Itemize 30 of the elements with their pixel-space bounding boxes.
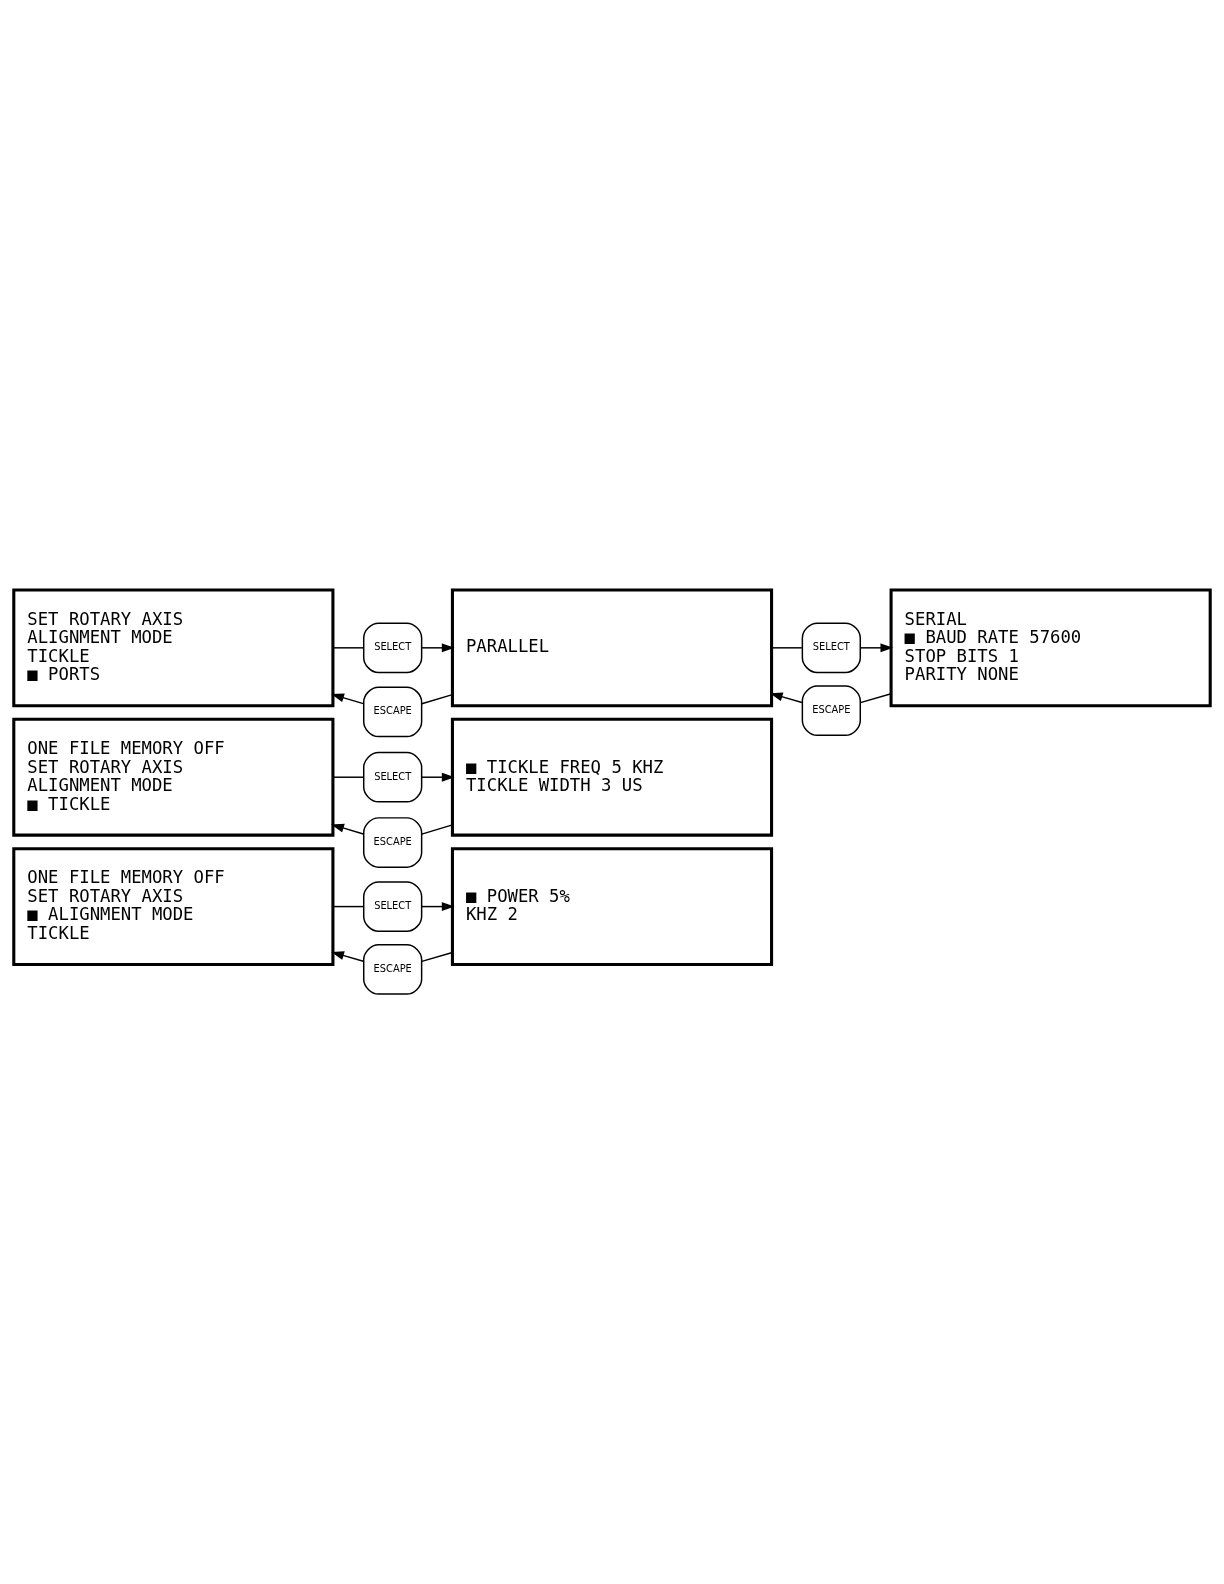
connector [332, 776, 365, 778]
connector [859, 693, 892, 704]
node-box: SELECT [363, 751, 423, 803]
connector [771, 647, 803, 649]
connector [332, 647, 365, 649]
node-box: SELECT [801, 622, 861, 674]
node-box: ONE FILE MEMORY OFF SET ROTARY AXIS ■ ALIGNMENT MODE TICKLE [12, 847, 335, 967]
node-box: ESCAPE [363, 817, 423, 868]
arrow [421, 643, 455, 653]
arrow [331, 823, 365, 835]
node-box: ESCAPE [363, 944, 423, 995]
node-box: ESCAPE [801, 685, 861, 737]
arrow [331, 951, 365, 962]
node-box: ■ POWER 5% KHZ 2 [450, 847, 774, 967]
connector [421, 951, 454, 963]
node-box: SET ROTARY AXIS ALIGNMENT MODE TICKLE ■ PORTS [12, 588, 335, 708]
arrow [859, 643, 894, 653]
node-box: SELECT [363, 622, 423, 674]
connector [332, 905, 365, 908]
node-box: SELECT [363, 881, 423, 932]
node-box: ESCAPE [363, 686, 423, 738]
arrow [421, 902, 455, 912]
node-box: ONE FILE MEMORY OFF SET ROTARY AXIS ALIGNMENT MODE ■ TICKLE [12, 717, 335, 837]
node-box: SERIAL ■ BAUD RATE 57600 STOP BITS 1 PARITY NONE [889, 588, 1212, 708]
arrow [421, 772, 455, 782]
node-box: PARALLEL [450, 588, 774, 708]
connector [421, 824, 454, 835]
node-box: ■ TICKLE FREQ 5 KHZ TICKLE WIDTH 3 US [450, 717, 774, 837]
arrow [331, 693, 365, 705]
connector [421, 693, 454, 705]
